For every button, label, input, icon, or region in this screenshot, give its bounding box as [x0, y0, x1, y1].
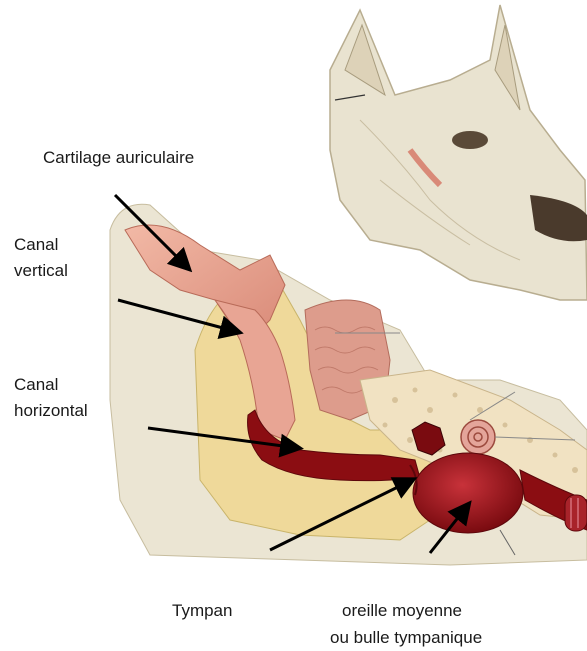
label-canal-horizontal: Canal horizontal — [14, 372, 88, 423]
dog-head-drawing — [330, 5, 587, 300]
label-canal-vertical: Canal vertical — [14, 232, 68, 283]
label-tympan: Tympan — [172, 598, 232, 624]
label-bulle-tympanique: ou bulle tympanique — [330, 625, 482, 651]
cochlea-drawing — [461, 420, 495, 454]
label-cartilage-auriculaire: Cartilage auriculaire — [43, 145, 194, 171]
label-oreille-moyenne: oreille moyenne — [342, 598, 462, 624]
blood-vessel-drawing — [565, 495, 587, 531]
